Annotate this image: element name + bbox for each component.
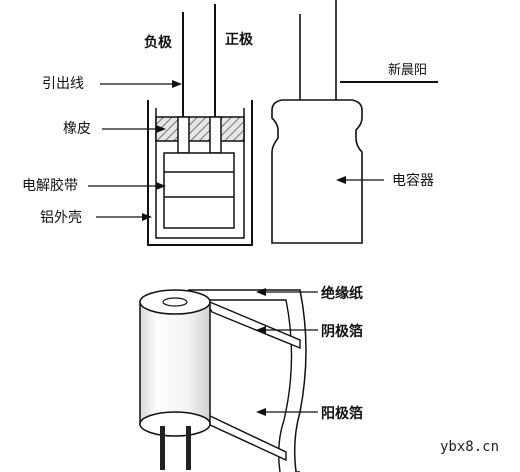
- arrowhead: [336, 176, 346, 184]
- aluminum-case-inner: [155, 108, 245, 239]
- capacitor-body: [271, 99, 363, 244]
- roll-cylinder: [139, 301, 211, 425]
- label-electrolyte-tape: 电解胶带: [22, 177, 78, 194]
- rubber-seal: [155, 116, 245, 142]
- negative-terminal: [177, 116, 190, 154]
- label-bg: [318, 282, 372, 302]
- roll-lead-right: [186, 426, 191, 470]
- external-view: 新晨阳 电容器: [271, 0, 438, 244]
- watermark: ybx8.cn: [440, 439, 499, 455]
- foil-band-top: [203, 298, 301, 350]
- label-aluminum-case: 铝外壳: [40, 209, 82, 226]
- label-insulating-paper: 绝缘纸: [321, 285, 363, 302]
- label-cathode-foil: 阴极箔: [321, 323, 363, 340]
- aluminum-case-outer: [147, 100, 253, 246]
- roll-top: [139, 289, 211, 315]
- arrowhead: [156, 182, 166, 190]
- label-brand: 新晨阳: [388, 62, 427, 78]
- positive-terminal: [209, 116, 222, 154]
- arrowhead: [172, 80, 182, 88]
- label-lead-wire: 引出线: [42, 76, 84, 92]
- roll-bottom: [139, 411, 211, 437]
- arrowhead: [142, 213, 152, 221]
- label-positive: 正极: [225, 31, 254, 48]
- arrowhead: [256, 326, 266, 334]
- label-bg: [318, 320, 372, 340]
- electrolyte-element: [163, 152, 235, 229]
- arrowhead: [256, 408, 266, 416]
- label-negative: 负极: [144, 34, 173, 51]
- foil-band-bottom: [207, 413, 287, 462]
- label-rubber: 橡皮: [63, 121, 91, 137]
- cross-section: 负极 正极 引出线 橡皮 电解胶带 铝外壳: [22, 4, 254, 246]
- arrowhead: [156, 125, 166, 133]
- label-anode-foil: 阳极箔: [321, 405, 363, 422]
- arrowhead: [256, 288, 266, 296]
- roll-lead-left: [160, 426, 165, 470]
- label-capacitor: 电容器: [392, 172, 434, 189]
- roll-top-inner: [162, 297, 188, 307]
- wound-foil-view: 绝缘纸 阴极箔 阳极箔: [139, 282, 372, 472]
- insulating-paper-sheet: [188, 289, 307, 472]
- label-bg: [318, 402, 372, 422]
